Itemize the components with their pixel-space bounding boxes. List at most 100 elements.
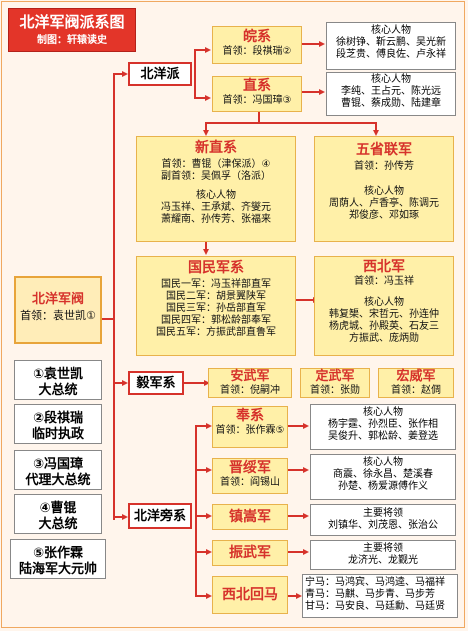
jin-leader: 首领：阎锡山 [220,477,280,488]
xibeihuima-line: 甘马：马安良、马廷勳、马廷贤 [305,601,445,612]
xinzhi-vice: 副首领：吴佩孚（洛派） [161,171,271,182]
guomin-army: 国民一军：冯玉祥部直军 [161,279,271,290]
wan-name: 皖系 [243,29,271,45]
feng-core: 核心人物 杨宇霆、孙烈臣、张作相 吴俊升、郭松龄、姜登选 [310,404,456,450]
president-name: ⑤张作霖 [32,546,83,561]
yi-item: 定武军 首领：张勋 [300,368,370,398]
zhensong-core: 主要将领 刘镇华、刘茂恩、张治公 [310,504,456,536]
president-title: 陆海军大元帅 [18,562,97,577]
president-name: ②段祺瑞 [32,411,83,426]
guomin-army: 国民五军：方振武部直鲁军 [156,327,276,338]
branch-yi-label: 毅军系 [136,376,176,391]
zhenwu-name: 振武军 [229,545,271,561]
yi-item-name: 安武军 [230,369,270,384]
guomin-name: 国民军系 [188,260,244,276]
branch-yi: 毅军系 [128,371,184,395]
zhenwu-core-line: 龙济光、龙觐光 [348,555,418,566]
zhi-leader: 首领：冯国璋③ [222,95,292,106]
xinzhi-leader: 首领：曹锟（津保派）④ [161,159,271,170]
jin-core-title: 核心人物 [363,457,403,468]
xibeihuima-list: 宁马：马鸿宾、马鸿逵、马福祥 青马：马麒、马步青、马步芳 甘马：马安良、马廷勳、… [302,574,458,618]
yi-item-name: 宏威军 [396,369,436,384]
yi-item: 安武军 首领：倪嗣冲 [208,368,292,398]
zhi-name: 直系 [243,78,271,94]
jin-core: 核心人物 商震、徐永昌、楚溪春 孙楚、杨爱源傅作义 [310,454,456,500]
feng-core-title: 核心人物 [363,407,403,418]
wan-leader: 首领：段祺瑞② [222,46,292,57]
branch-beiyang: 北洋派 [128,62,192,86]
wan-core: 核心人物 徐树铮、靳云鹏、吴光新 段芝贵、傅良佐、卢永祥 [326,22,456,70]
zhenwu-core: 主要将领 龙济光、龙觐光 [310,540,456,570]
feng-name: 奉系 [236,408,264,424]
president-item: ④曹锟 大总统 [14,494,102,534]
xibeihuima-line: 青马：马麒、马步青、马步芳 [305,589,435,600]
wan-core-line: 徐树铮、靳云鹏、吴光新 [336,37,446,48]
wusheng-core-line: 周荫人、卢香亭、陈调元 [329,198,439,209]
wan-core-line: 段芝贵、傅良佐、卢永祥 [336,49,446,60]
root-node: 北洋军阀 首领：袁世凯① [14,276,102,344]
root-leader: 首领：袁世凯① [20,309,96,322]
jin-core-line: 商震、徐永昌、楚溪春 [333,469,433,480]
yi-item: 宏威军 首领：赵倜 [378,368,454,398]
wusheng-core-title: 核心人物 [364,186,404,197]
page-title: 北洋军阀派系图 [19,13,125,31]
credit: 制图：轩辕读史 [37,35,107,46]
wusheng-name: 五省联军 [356,142,412,158]
xibei-core-title: 核心人物 [364,297,404,308]
yi-item-leader: 首领：赵倜 [391,385,441,396]
guomin-army: 国民二军：胡景翼陕军 [166,291,266,302]
branch-beiyang-label: 北洋派 [140,67,180,82]
president-item: ③冯国璋 代理大总统 [14,450,102,490]
zhi-core-line: 曹锟、蔡成勋、陆建章 [341,98,441,109]
president-item: ⑤张作霖 陆海军大元帅 [10,539,106,579]
zhensong-name: 镇嵩军 [229,509,271,525]
wusheng-node: 五省联军 首领：孙传芳 核心人物 周荫人、卢香亭、陈调元 郑俊彦、邓如琢 [314,136,454,242]
yi-item-leader: 首领：张勋 [310,385,360,396]
president-name: ③冯国璋 [32,457,83,472]
wan-node: 皖系 首领：段祺瑞② [212,26,302,64]
president-title: 大总统 [38,517,78,532]
header-banner: 北洋军阀派系图 制图：轩辕读史 [8,8,136,52]
xinzhi-core-title: 核心人物 [196,190,236,201]
zhenwu-node: 振武军 [212,540,288,566]
guomin-node: 国民军系 国民一军：冯玉祥部直军 国民二军：胡景翼陕军 国民三军：孙岳部直军 国… [136,256,296,356]
xibei-core-line: 杨虎城、孙殿英、石友三 [329,321,439,332]
president-item: ①袁世凯 大总统 [14,360,102,400]
jin-name: 晋绥军 [229,460,271,476]
president-title: 临时执政 [31,427,84,442]
feng-leader: 首领：张作霖⑤ [215,425,285,436]
xibei-node: 西北军 首领：冯玉祥 核心人物 韩复榘、宋哲元、孙连仲 杨虎城、孙殿英、石友三 … [314,256,454,356]
branch-pang-label: 北洋旁系 [133,509,186,524]
president-title: 代理大总统 [25,473,91,488]
president-name: ④曹锟 [39,501,77,516]
wusheng-leader: 首领：孙传芳 [354,161,414,172]
zhi-core-title: 核心人物 [371,74,411,85]
zhensong-node: 镇嵩军 [212,504,288,530]
jin-node: 晋绥军 首领：阎锡山 [212,458,288,494]
xibeihuima-node: 西北回马 [212,576,288,614]
guomin-army: 国民三军：孙岳部直军 [166,303,266,314]
president-item: ②段祺瑞 临时执政 [14,404,102,444]
president-name: ①袁世凯 [32,367,83,382]
root-title: 北洋军阀 [31,292,84,307]
xinzhi-core-line: 萧耀南、孙传芳、张福来 [161,214,271,225]
zhi-core-line: 李纯、王占元、陈光远 [341,86,441,97]
wusheng-core-line: 郑俊彦、邓如琢 [349,210,419,221]
feng-core-line: 吴俊升、郭松龄、姜登选 [328,431,438,442]
xibei-core-line: 韩复榘、宋哲元、孙连仲 [329,309,439,320]
president-title: 大总统 [38,383,78,398]
zhenwu-core-title: 主要将领 [363,543,403,554]
xibeihuima-name: 西北回马 [222,587,278,603]
guomin-army: 国民四军：郭松龄部奉军 [161,315,271,326]
zhensong-core-line: 刘镇华、刘茂恩、张治公 [328,520,438,531]
branch-pang: 北洋旁系 [128,503,192,529]
xinzhi-name: 新直系 [195,140,237,156]
xibei-name: 西北军 [363,259,405,275]
feng-core-line: 杨宇霆、孙烈臣、张作相 [328,419,438,430]
zhi-core: 核心人物 李纯、王占元、陈光远 曹锟、蔡成勋、陆建章 [326,72,456,116]
yi-item-leader: 首领：倪嗣冲 [220,385,280,396]
xinzhi-core-line: 冯玉祥、王承斌、齐燮元 [161,202,271,213]
zhensong-core-title: 主要将领 [363,508,403,519]
wan-core-title: 核心人物 [371,25,411,36]
